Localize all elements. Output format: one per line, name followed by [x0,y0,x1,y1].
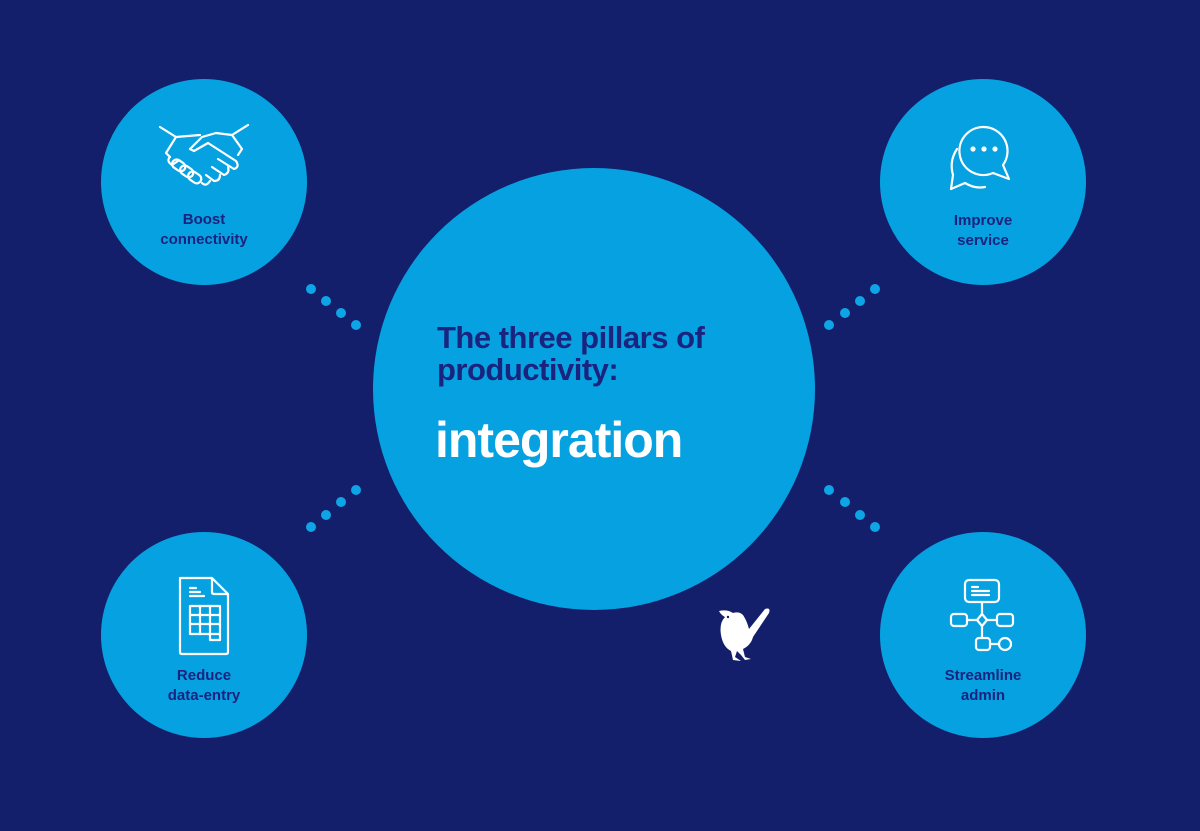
wren-bird-logo-icon [719,608,770,661]
workflow-diagram-icon [949,578,1015,652]
headline-line1: The three pillars of [437,320,705,355]
connector-dot [351,485,361,495]
connector-dot [824,320,834,330]
connector-dot [855,296,865,306]
connector-dot [336,497,346,507]
connector-dot [855,510,865,520]
connector-dot [840,308,850,318]
pillar-label-line1: Boost [182,211,226,228]
pillar-streamline-admin: Streamline admin [880,532,1086,738]
pillar-label: Boost connectivity [101,210,307,250]
connector-dot [351,320,361,330]
connector-dot [824,485,834,495]
pillar-label-line2: connectivity [160,231,248,248]
pillar-boost-connectivity: Boost connectivity [101,79,307,285]
connector-dot [321,296,331,306]
keyword-integration: integration [435,412,683,468]
pillar-label-line2: admin [960,687,1006,704]
pillar-reduce-data-entry: Reduce data-entry [101,532,307,738]
pillar-improve-service: Improve service [880,79,1086,285]
pillar-label: Streamline admin [880,666,1086,706]
connector-dot [306,284,316,294]
headline: The three pillars of productivity: [437,320,705,387]
handshake-icon [158,123,250,186]
center-circle: The three pillars of productivity: integ… [373,168,815,610]
pillar-label-line2: data-entry [167,687,241,704]
spreadsheet-document-icon [178,576,230,656]
connector-dot [336,308,346,318]
connector-dot [870,522,880,532]
connector-dot [840,497,850,507]
pillar-label-line2: service [957,232,1009,249]
connector-dot [321,510,331,520]
pillar-label-line1: Streamline [944,667,1022,684]
connector-dot [870,284,880,294]
pillar-label-line1: Reduce [176,667,232,684]
headline-line2: productivity: [437,352,619,387]
pillar-label: Reduce data-entry [101,666,307,706]
pillar-label-line1: Improve [953,212,1013,229]
pillar-label: Improve service [880,211,1086,251]
chat-bubbles-icon [949,125,1011,191]
connector-dot [306,522,316,532]
